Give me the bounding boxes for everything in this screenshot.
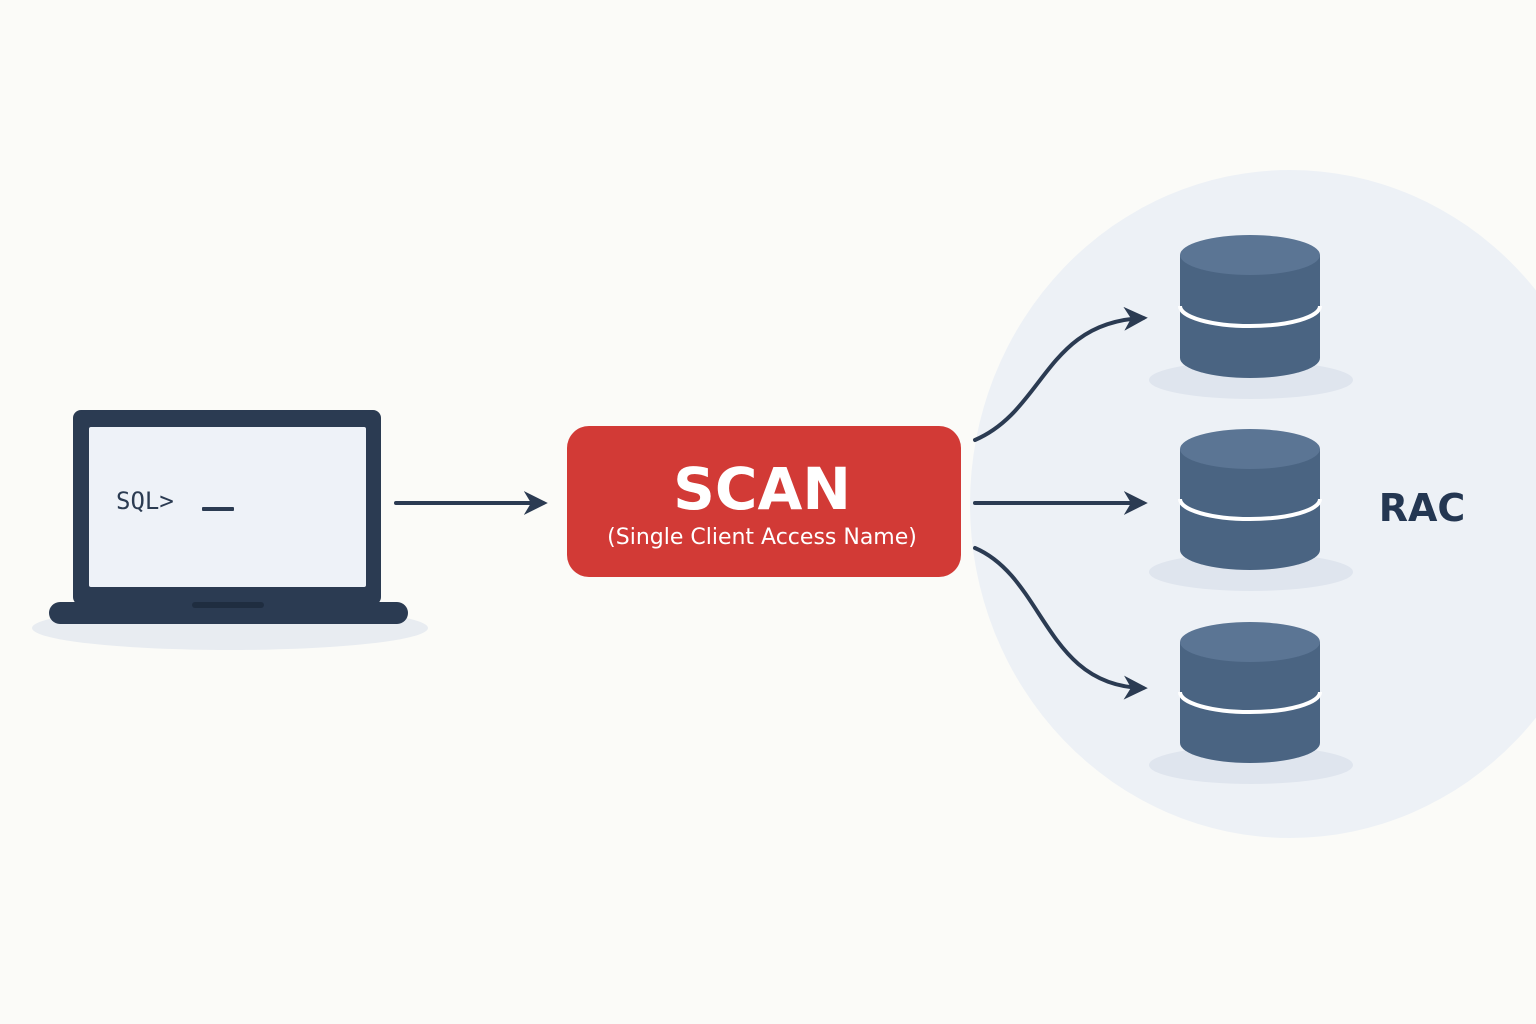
cursor — [202, 507, 234, 511]
database-node-1 — [1149, 235, 1353, 399]
database-node-3 — [1149, 622, 1353, 784]
laptop-base — [49, 602, 408, 624]
database-node-2 — [1149, 429, 1353, 591]
sql-prompt: SQL> — [116, 487, 174, 515]
scan-listener: SCAN (Single Client Access Name) — [567, 426, 961, 577]
arrow-scan-to-node-3 — [973, 546, 1148, 700]
laptop-hinge — [192, 602, 264, 608]
arrow-scan-to-node-1 — [973, 306, 1148, 442]
scan-subtitle: (Single Client Access Name) — [607, 525, 917, 550]
scan-title: SCAN — [673, 455, 851, 523]
database-icon — [1178, 429, 1322, 570]
database-icon — [1178, 622, 1322, 763]
database-icon — [1178, 235, 1322, 378]
scan-box — [567, 426, 961, 577]
rac-label: RAC — [1379, 486, 1466, 530]
laptop-icon: SQL> — [32, 410, 428, 650]
